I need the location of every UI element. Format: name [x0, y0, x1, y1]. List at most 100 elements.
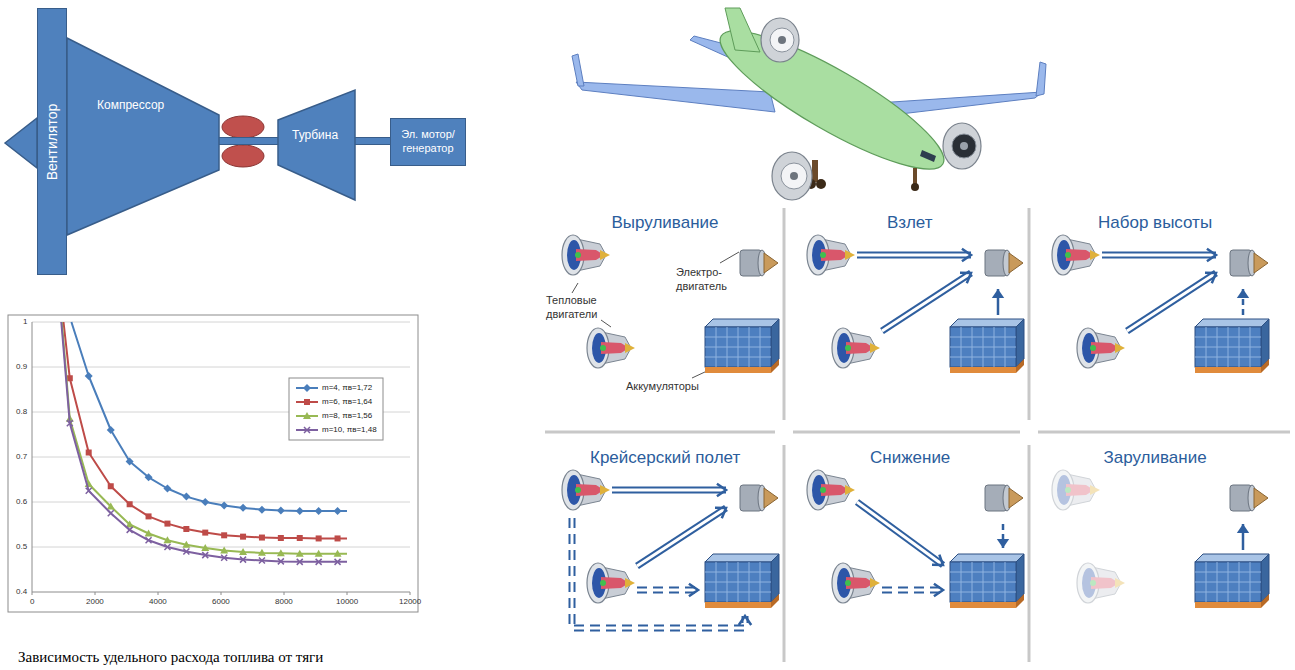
battery-icon: [950, 319, 1024, 373]
heat-engine-icon-part: [1082, 568, 1096, 598]
axis-tick-label: 0.4: [16, 587, 27, 597]
block-label: Вентилятор: [44, 103, 61, 180]
axis-tick-label: 0: [30, 597, 34, 607]
panel-separator-part: [545, 431, 775, 434]
axis-tick-label: 0.5: [16, 542, 27, 552]
heat-engine-icon-part: [1115, 578, 1125, 588]
electric-motor-icon-part: [1254, 253, 1268, 273]
leader-line-part: [572, 283, 578, 293]
energy-flow-arrow-part: [857, 254, 971, 257]
battery-icon-part: [771, 319, 779, 367]
electric-motor-icon-part: [764, 253, 778, 273]
block-outline-part: [67, 38, 219, 235]
combustor-symbol-part: [222, 145, 264, 167]
legend-swatch: [296, 399, 318, 405]
chart-curve-part: [107, 426, 115, 434]
compressor-block: Компрессор: [67, 38, 219, 235]
heat-engine-icon-part: [1115, 343, 1125, 353]
electric-motor-icon-part: [764, 488, 778, 508]
shaft-connector-part: [219, 138, 278, 144]
electric-motor-icon: [985, 485, 1023, 511]
energy-flow-arrow-part: [992, 289, 1004, 298]
legend-swatch-part: [304, 399, 310, 405]
phase-title: Заруливание: [1104, 448, 1207, 468]
heat-engine-icon-part: [592, 333, 606, 363]
battery-icon-part: [950, 347, 1016, 348]
battery-icon-part: [705, 357, 771, 358]
heat-engine-icon: [832, 563, 880, 603]
energy-flow-arrow: [1102, 249, 1216, 261]
battery-icon-part: [950, 367, 1016, 373]
flight-phase-panel: [807, 235, 1024, 373]
energy-flow-arrow: [1237, 524, 1249, 550]
fan-nose-cone-part: [5, 118, 37, 168]
battery-icon-part: [950, 602, 1016, 608]
airplane-illustration-part: [761, 18, 799, 62]
heat-engine-icon-part: [1091, 342, 1119, 354]
battery-icon-part: [705, 554, 779, 562]
legend-swatch-part: [304, 427, 310, 433]
chart-curve-part: [316, 559, 322, 565]
heat-engine-icon-part: [845, 580, 851, 586]
phase-title: Взлет: [887, 213, 933, 233]
chart-curve-part: [64, 322, 348, 539]
chart-gridline-part: [32, 547, 410, 548]
heat-engine-icon-part: [870, 578, 880, 588]
energy-flow-arrow-part: [637, 508, 726, 566]
legend-sample: [296, 384, 318, 433]
chart-frame-part: [8, 315, 418, 612]
heat-engine-icon: [832, 328, 880, 368]
energy-flow-arrow-part: [857, 252, 971, 259]
flight-phase-panel: [1052, 470, 1269, 608]
energy-flow-arrow-part: [572, 518, 745, 628]
chart-curve-part: [182, 493, 190, 501]
panel-separator-part: [783, 445, 786, 662]
energy-flow-arrow-part: [1102, 252, 1216, 259]
airplane-illustration-part: [725, 8, 760, 52]
heat-engine-icon-part: [600, 580, 606, 586]
energy-flow-arrow-part: [882, 589, 943, 592]
heat-engine-icon-part: [1066, 249, 1094, 261]
battery-icon-part: [705, 592, 771, 593]
flight-phase-panel: [1052, 235, 1269, 373]
chart-curve: [71, 322, 347, 515]
electric-motor-icon-part: [1009, 253, 1023, 273]
leader-line-part: [720, 252, 739, 263]
battery-icon-part: [1195, 592, 1261, 593]
battery-icon-part: [1195, 602, 1261, 608]
chart-curve-part: [163, 485, 171, 493]
chart-curve-part: [71, 322, 347, 511]
battery-icon-part: [950, 319, 1024, 327]
chart-curve-part: [278, 535, 284, 541]
heat-engine-icon-part: [1090, 485, 1100, 495]
heat-engine-icon-part: [812, 475, 826, 505]
energy-flow-arrow-part: [857, 502, 943, 565]
battery-icon: [1195, 554, 1269, 608]
panel-separator-part: [1028, 208, 1031, 420]
chart-curve-part: [183, 549, 189, 555]
energy-flow-arrow-part: [612, 487, 726, 494]
heat-engine-icon-part: [837, 568, 851, 598]
chart-curve-part: [164, 544, 170, 550]
chart-curve-part: [85, 372, 93, 380]
chart-curve-part: [259, 535, 265, 541]
airplane-illustration: [572, 8, 1046, 200]
battery-icon-part: [771, 359, 779, 373]
battery-icon-part: [1195, 554, 1269, 562]
chart-curve-part: [163, 536, 171, 543]
electric-motor-icon: [1230, 485, 1268, 511]
chart-curve-part: [201, 544, 209, 551]
energy-flow-arrow-part: [882, 273, 971, 331]
energy-flow-arrow: [637, 584, 698, 596]
legend-label: m=4, πв=1,72: [322, 383, 372, 393]
electric-motor-icon: [1230, 250, 1268, 276]
chart-gridline: [32, 322, 410, 595]
battery-icon-part: [705, 602, 771, 608]
flight-phase-panel: [807, 470, 1024, 608]
heat-engine-icon-part: [1052, 235, 1074, 275]
heat-engine-icon-part: [1090, 580, 1096, 586]
energy-flow-arrow: [612, 484, 726, 496]
chart-curve-part: [86, 488, 92, 494]
chart-gridline-part: [32, 322, 33, 592]
chart-curve-part: [335, 559, 341, 565]
